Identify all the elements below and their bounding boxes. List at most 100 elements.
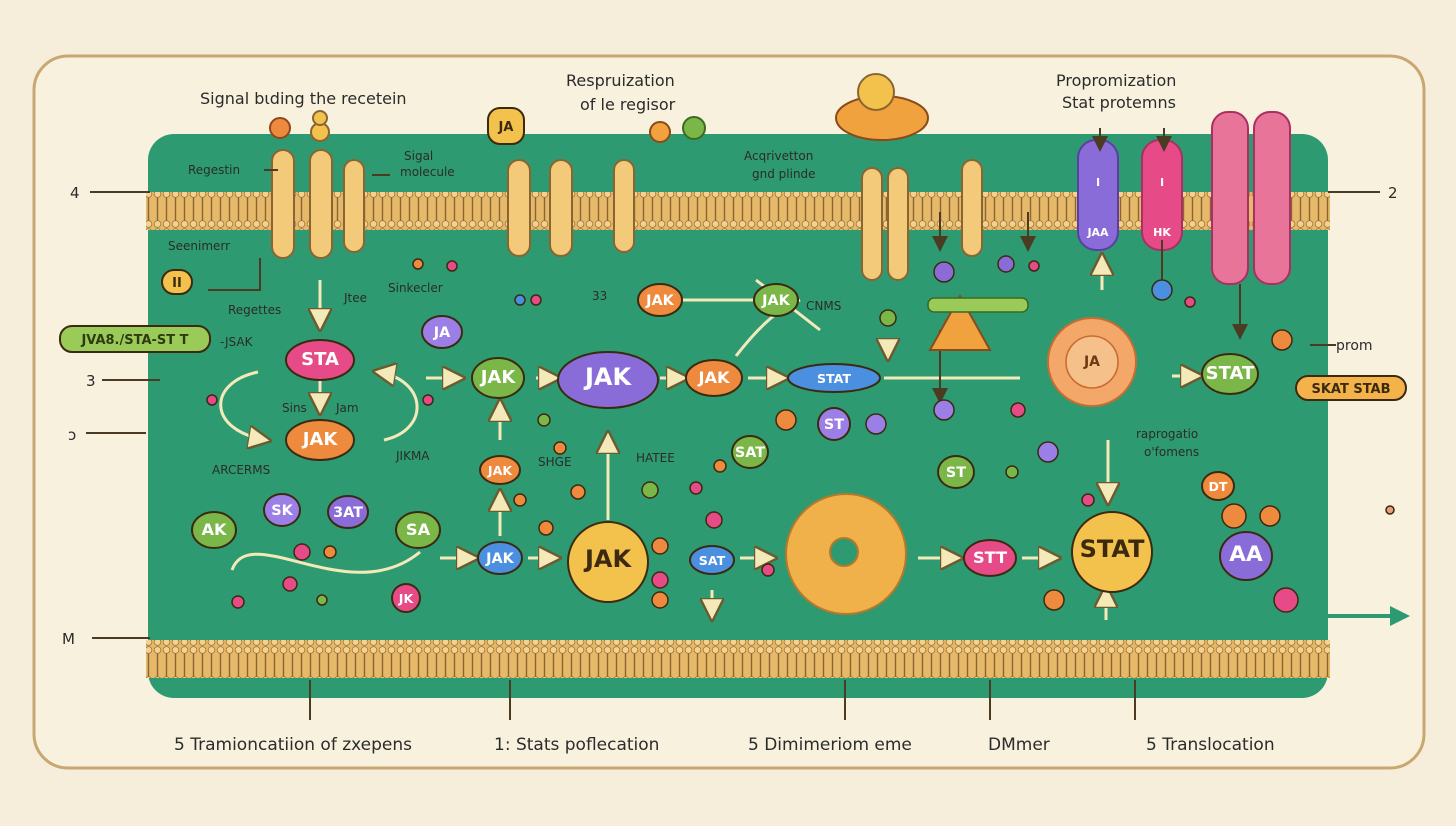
svg-text:JAK: JAK [583,363,633,391]
nucleus-label: JA [1083,354,1100,370]
molecule-dot [1081,493,1095,507]
label-sins: Sins [282,401,307,415]
bottom-membrane [146,640,1330,678]
ligands [269,73,929,143]
receptor-group-2 [1077,111,1291,285]
margin-2: 2 [1388,184,1398,202]
label-molecule: molecule [400,165,455,179]
molecule-dot [705,511,723,529]
mol-jak-center: JAK [557,351,659,409]
label-seenimerr: Seenimerr [168,239,230,253]
svg-text:II: II [172,276,182,291]
margin-3: 3 [86,372,96,390]
svg-text:JA: JA [498,120,514,135]
svg-text:JAK: JAK [761,293,790,309]
molecule-dot [1385,505,1395,515]
svg-text:SK: SK [271,503,293,519]
mol-jak-top: JAK [637,283,683,317]
molecule-dot [879,309,897,327]
svg-text:JAK: JAK [645,293,674,309]
mol-jak-top-green: JAK [753,283,799,317]
mol-stat-yellow: STAT [1071,511,1153,593]
title-propro-2: Stat protemns [1062,93,1176,112]
molecule-dot [514,294,526,306]
molecule-dot [553,441,567,455]
title-signal-binding: Signal bιding the recetein [200,89,407,108]
molecule-dot [513,493,527,507]
svg-text:ST: ST [946,465,966,481]
mol-sat: SAT [689,545,735,575]
molecule-dot [1184,296,1196,308]
molecule-dot [1221,503,1247,529]
svg-text:AK: AK [201,520,228,539]
label-acc-2: gnd plinde [752,167,816,181]
molecule-dot [1028,260,1040,272]
mol-ak: AK [191,511,237,549]
molecule-dot [1037,441,1059,463]
bottom-label-1: 5 Tramioncatiion of zxepens [174,735,412,755]
label-sigal: Sigal [404,149,433,163]
molecule-dot [865,413,887,435]
svg-text:JK: JK [398,591,415,606]
text-layer: Signal bιding the recetein Respruization o… [62,71,1398,755]
molecule-dot [689,481,703,495]
title-respro: Respruization [566,71,675,90]
mol-stat-green: STAT [1201,353,1259,395]
molecule-dot [537,413,551,427]
margin-m: M [62,630,75,648]
mol-stt: STT [963,539,1017,577]
molecule-dot [1271,329,1293,351]
molecule-dot [1273,587,1299,613]
mol-sat-green: SAT [731,435,769,469]
molecule-dot [933,261,955,283]
molecule-dot [282,576,298,592]
svg-text:ST: ST [824,417,844,433]
svg-text:JA: JA [433,325,451,341]
mol-st-purple: ST [817,407,851,441]
svg-text:SKAT STAB: SKAT STAB [1311,382,1390,397]
receptor-label: JAA [1086,226,1109,239]
nucleus-like [785,293,1137,615]
bottom-label-4: DMmer [988,735,1050,755]
label-cnms: CNMS [806,299,841,313]
mol-aa: AA [1219,531,1273,581]
molecule-dot [206,394,218,406]
jvas-box: JVA8./STA-ST T [59,325,211,353]
label-acc-1: Acqrivetton [744,149,813,163]
svg-text:JAK: JAK [697,368,731,387]
svg-text:JAK: JAK [479,367,517,388]
label-reprog-1: raprogatio [1136,427,1198,441]
molecule-dot [641,481,659,499]
molecule-dot [570,484,586,500]
receptor-label: I [1096,176,1100,189]
molecule-dot [775,409,797,431]
mol-jak-left: JAK [285,419,355,461]
svg-text:STAT: STAT [1206,363,1255,384]
svg-text:STAT: STAT [1080,535,1146,563]
svg-text:SA: SA [406,520,431,539]
molecule-dot [651,571,669,589]
molecule-dot [1259,505,1281,527]
svg-text:JAK: JAK [485,551,514,567]
bottom-label-2: 1: Stats poflecation [494,735,659,755]
mol-jak-right: JAK [685,359,743,397]
svg-text:JAK: JAK [301,429,339,450]
molecule-dot [651,591,669,609]
title-respro-2: of le regisor [580,95,676,114]
svg-text:STT: STT [973,548,1007,567]
mol-stat-blue: STAT [787,363,881,393]
molecule-dot [422,394,434,406]
mol-jak-blue: JAK [477,541,523,575]
label-jikma: JIKMA [395,449,430,463]
label-33: 33 [592,289,607,303]
molecule-dot [761,563,775,577]
mol-jk: JK [391,583,421,613]
margin-4: 4 [70,184,80,202]
margin-c: ↄ [68,426,76,444]
molecule-dot [316,594,328,606]
svg-text:STAT: STAT [817,371,851,386]
mol-sk: SK [263,493,301,527]
